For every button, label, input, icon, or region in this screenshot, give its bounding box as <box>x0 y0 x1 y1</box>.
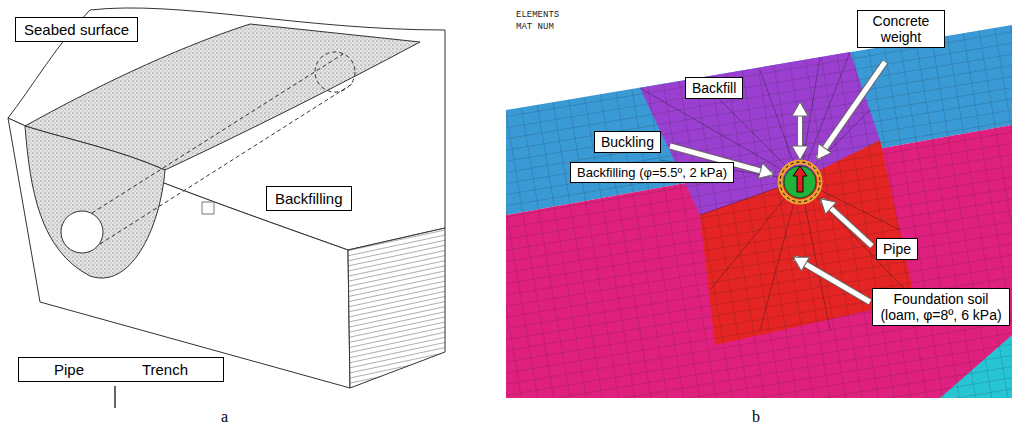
label-box: Concrete weight <box>857 10 945 48</box>
label-box: Backfilling <box>266 186 352 211</box>
label-text: Foundation soil (loam, φ=8º, 6 kPa) <box>879 291 1003 323</box>
label-box: Seabed surface <box>15 17 138 42</box>
label-box: Foundation soil (loam, φ=8º, 6 kPa) <box>872 288 1010 326</box>
label-box: Pipe <box>876 238 918 260</box>
label-text: Seabed surface <box>24 21 129 38</box>
label-box: Backfilling (φ=5.5º, 2 kPa) <box>570 162 734 183</box>
label-text: Pipe <box>883 241 911 257</box>
screen-caption: MAT NUM <box>516 22 554 32</box>
mesh-regions <box>506 5 1013 398</box>
label-text: Pipe <box>54 361 84 378</box>
label-text: Concrete weight <box>864 13 938 45</box>
label-box: Buckling <box>594 131 661 153</box>
label-box: Backfill <box>685 77 743 99</box>
screen-caption: ELEMENTS <box>516 10 559 20</box>
pipe-section <box>780 162 820 202</box>
panel-letter: b <box>752 408 760 426</box>
label-text: Trench <box>142 361 188 378</box>
panel-letter: a <box>221 408 228 426</box>
leader-line <box>114 386 115 408</box>
seabed-block <box>8 8 445 388</box>
label-text: Backfill <box>692 80 736 96</box>
label-box: Pipe Trench <box>18 357 224 382</box>
label-text: Backfilling <box>275 190 343 207</box>
label-text: Buckling <box>601 134 654 150</box>
label-text: Backfilling (φ=5.5º, 2 kPa) <box>577 165 727 180</box>
